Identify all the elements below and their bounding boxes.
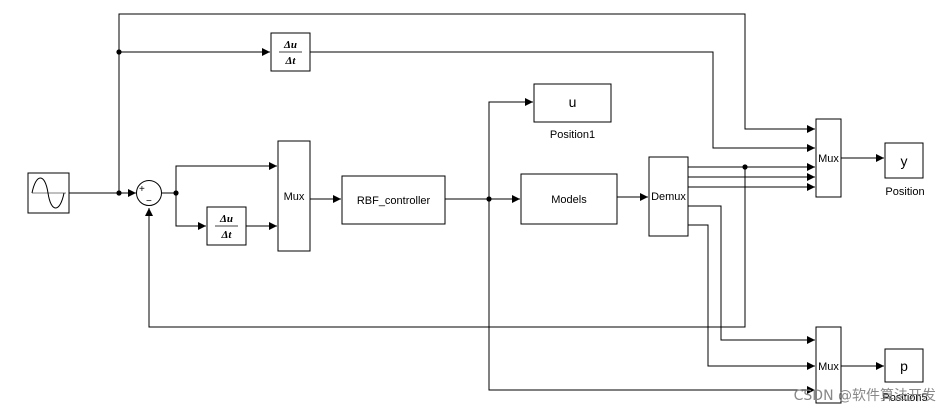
wire-demux-out4-to-mux-p-in1[interactable] (688, 205, 815, 344)
derivative-mid-numerator: Δu (219, 213, 233, 225)
mux-main-label: Mux (284, 191, 305, 203)
derivative-block-mid[interactable]: Δu Δt (206, 206, 247, 246)
junction-dot (742, 164, 748, 170)
wire-ref-to-mux-y-in1[interactable] (118, 13, 815, 193)
wire-derivative-top-to-mux-y-in2[interactable] (310, 51, 815, 152)
wire-error-to-mux-main-in1[interactable] (175, 162, 277, 193)
mux-y-block[interactable]: Mux (815, 118, 842, 198)
scope-p-block[interactable]: p Position5 (882, 348, 928, 404)
sine-wave-block[interactable] (27, 172, 70, 214)
scope-p-label: p (900, 358, 908, 374)
scope-y-label: y (901, 153, 908, 169)
junction-dot (116, 190, 122, 196)
wire-control-to-mux-p-in3[interactable] (488, 199, 815, 394)
demux-block[interactable]: Demux (648, 156, 689, 237)
rbf-controller-block[interactable]: RBF_controller (341, 175, 446, 225)
derivative-top-numerator: Δu (283, 39, 297, 51)
wire-error-to-derivative-mid[interactable] (175, 193, 206, 230)
signal-lines (69, 13, 884, 394)
scope-u-block[interactable]: u Position1 (533, 83, 612, 141)
models-label: Models (551, 194, 587, 206)
mux-y-label: Mux (818, 153, 839, 165)
scope-y-caption: Position (885, 186, 924, 198)
scope-y-block[interactable]: y Position (884, 142, 925, 198)
derivative-top-denominator: Δt (285, 55, 297, 67)
derivative-mid-denominator: Δt (221, 229, 233, 241)
sum-minus-sign: − (146, 196, 152, 207)
mux-main-block[interactable]: Mux (277, 140, 311, 252)
junction-dot (173, 190, 179, 196)
wire-demux-out5-to-mux-p-in2[interactable] (688, 224, 815, 370)
wire-feedback-to-sum[interactable] (145, 167, 746, 328)
derivative-block-top[interactable]: Δu Δt (270, 32, 311, 72)
models-block[interactable]: Models (520, 173, 618, 225)
junction-dot (486, 196, 492, 202)
scope-u-caption: Position1 (550, 129, 595, 141)
demux-label: Demux (651, 191, 686, 203)
mux-p-label: Mux (818, 361, 839, 373)
sum-block[interactable]: + − (136, 180, 162, 208)
wire-control-to-scope-u[interactable] (488, 98, 533, 199)
scope-u-label: u (569, 94, 577, 110)
junction-dot (116, 49, 122, 55)
scope-p-caption: Position5 (882, 392, 927, 404)
rbf-controller-label: RBF_controller (357, 195, 431, 207)
watermark-text: CSDN @软件算法开发 (794, 388, 936, 404)
sum-plus-sign: + (139, 184, 145, 195)
mux-p-block[interactable]: Mux (815, 326, 842, 404)
